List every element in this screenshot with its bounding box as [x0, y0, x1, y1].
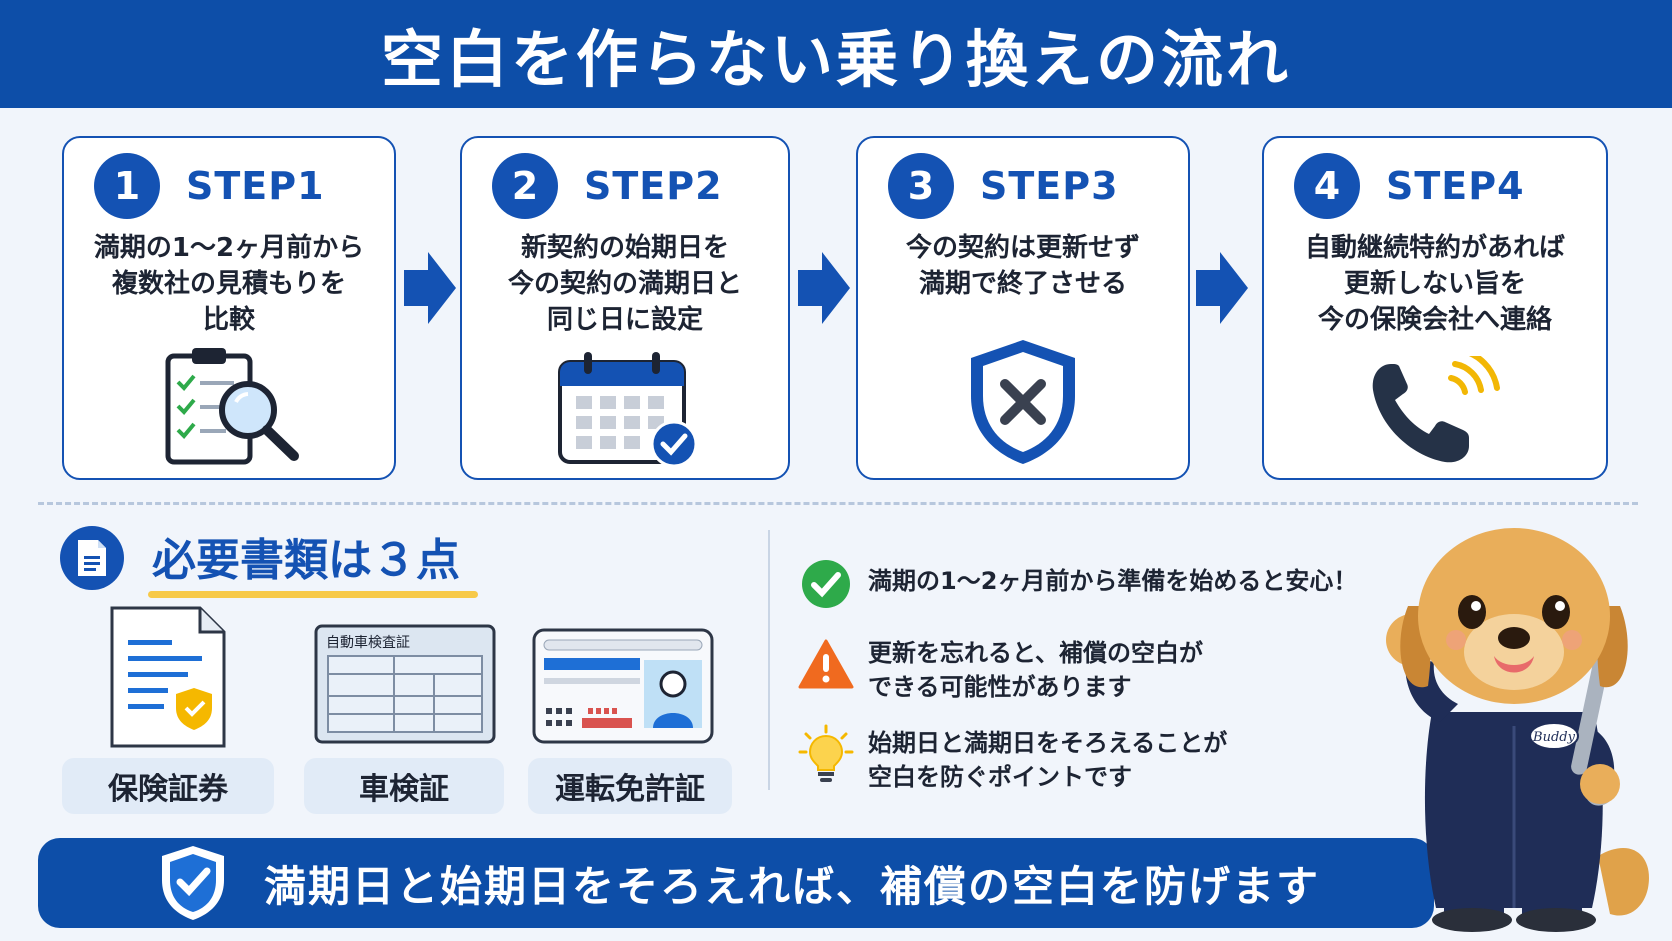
step-description: 今の契約は更新せず 満期で終了させる	[905, 233, 1140, 299]
arrow-right-icon	[1196, 252, 1248, 324]
document-label: 車検証	[304, 758, 504, 814]
step-title: STEP2	[584, 164, 723, 208]
section-divider	[38, 502, 1638, 505]
note-item: 始期日と満期日をそろえることが 空白を防ぐポイントです	[798, 724, 1228, 794]
check-circle-icon	[802, 560, 850, 608]
step-card-1: 1 STEP1 満期の1〜2ヶ月前から 複数社の見積もりを 比較	[62, 136, 396, 480]
step-card-2: 2 STEP2 新契約の始期日を 今の契約の満期日と 同じ日に設定	[460, 136, 790, 480]
step-description: 満期の1〜2ヶ月前から 複数社の見積もりを 比較	[93, 233, 365, 335]
step-number-badge: 1	[94, 153, 160, 219]
step-description: 新契約の始期日を 今の契約の満期日と 同じ日に設定	[507, 233, 742, 335]
dog-mascot-illustration: Buddy	[1386, 528, 1649, 932]
shield-x-icon	[971, 340, 1075, 464]
step-description: 自動継続特約があれば 更新しない旨を 今の保険会社へ連絡	[1304, 233, 1565, 335]
certificate-header-text: 自動車検査証	[326, 635, 410, 651]
step-title: STEP4	[1386, 164, 1525, 208]
arrow-right-icon	[404, 252, 456, 324]
step-title: STEP1	[186, 164, 325, 208]
documents-title: 必要書類は３点	[148, 524, 478, 598]
vehicle-inspection-certificate-icon	[314, 624, 496, 744]
step-card-4: 4 STEP4 自動継続特約があれば 更新しない旨を 今の保険会社へ連絡	[1262, 136, 1608, 480]
banner-text: 満期日と始期日をそろえれば、補償の空白を防げます	[264, 861, 1321, 911]
document-label: 保険証券	[62, 758, 274, 814]
document-label: 運転免許証	[528, 758, 732, 814]
note-item: 満期の1〜2ヶ月前から準備を始めると安心！	[798, 556, 1357, 612]
note-text: 満期の1〜2ヶ月前から準備を始めると安心！	[868, 567, 1358, 595]
phone-call-icon	[1372, 356, 1500, 463]
lightbulb-icon	[798, 724, 854, 782]
note-text: 始期日と満期日をそろえることが 空白を防ぐポイントです	[868, 729, 1228, 791]
note-item: 更新を忘れると、補償の空白が できる可能性があります	[798, 636, 1203, 704]
step-title: STEP3	[980, 164, 1119, 208]
warning-icon	[798, 639, 854, 689]
insurance-policy-icon	[110, 606, 226, 748]
document-icon	[60, 526, 124, 590]
step-number-badge: 3	[888, 153, 954, 219]
step-number-badge: 2	[492, 153, 558, 219]
arrow-right-icon	[798, 252, 850, 324]
calendar-check-icon	[558, 352, 698, 468]
step-number-badge: 4	[1294, 153, 1360, 219]
step-card-3: 3 STEP3 今の契約は更新せず 満期で終了させる	[856, 136, 1190, 480]
bottom-banner: 満期日と始期日をそろえれば、補償の空白を防げます	[38, 838, 1434, 928]
clipboard-magnifier-icon	[165, 348, 299, 465]
shield-check-icon	[162, 846, 224, 920]
page-title: 空白を作らない乗り換えの流れ	[380, 23, 1291, 96]
note-text: 更新を忘れると、補償の空白が できる可能性があります	[868, 639, 1204, 701]
drivers-license-icon	[532, 628, 714, 744]
column-divider	[768, 530, 770, 790]
mascot-badge-text: Buddy	[1532, 730, 1576, 745]
header-bar: 空白を作らない乗り換えの流れ	[0, 0, 1672, 108]
